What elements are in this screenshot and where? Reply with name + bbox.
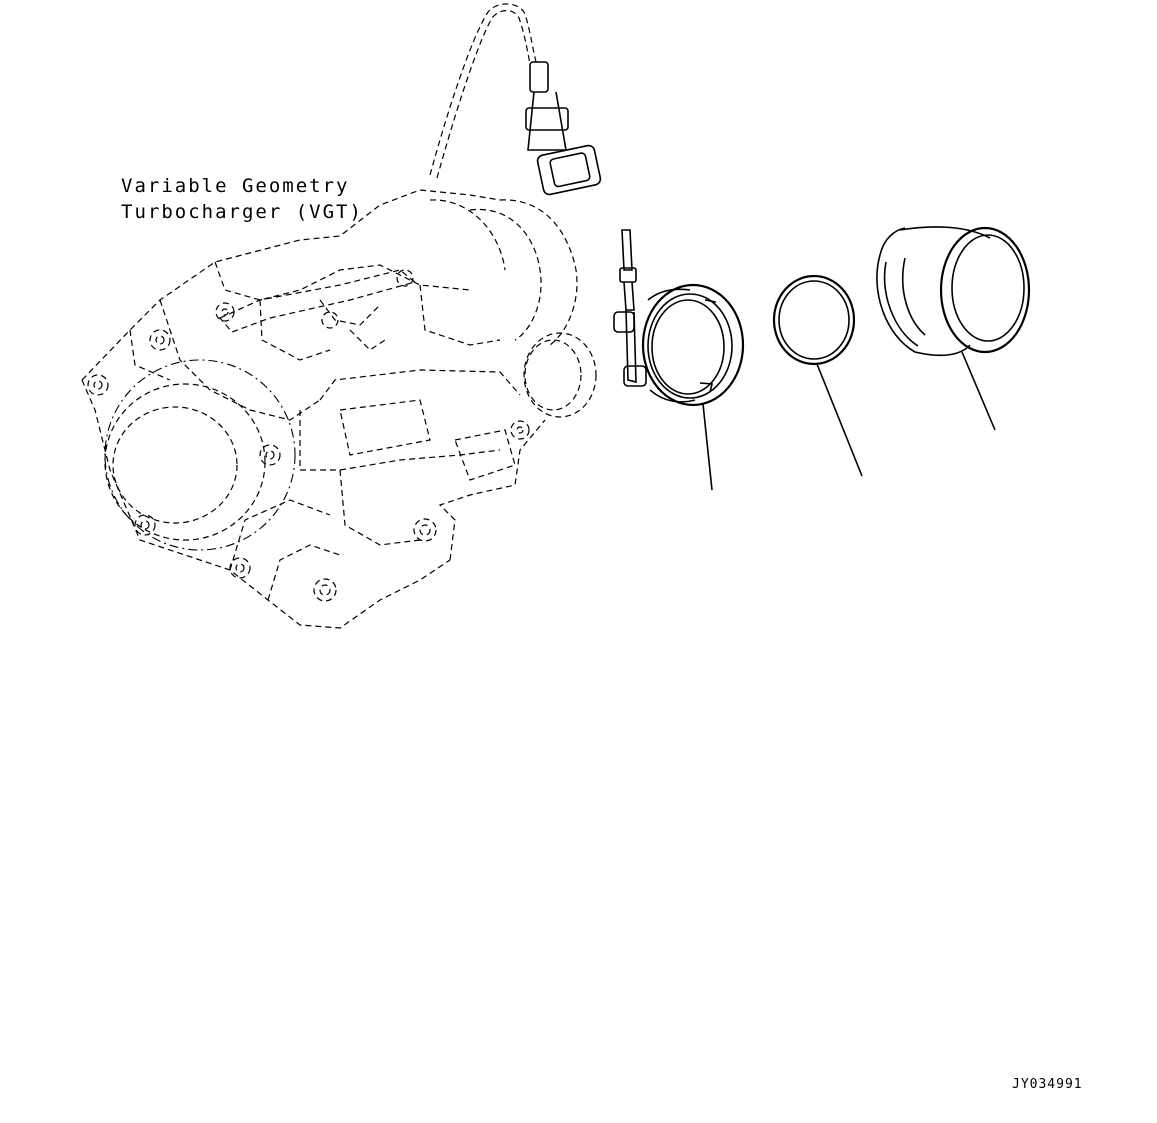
bolt: [229, 557, 251, 579]
bolt: [413, 518, 437, 542]
turbine-outlet-ring: [523, 332, 597, 418]
component-label-line1: Variable Geometry: [121, 175, 350, 197]
vgt-actuator-linkage: [219, 269, 417, 351]
mounting-bolts: [87, 302, 530, 602]
leader-line-cap: [961, 351, 996, 431]
bolt: [215, 302, 235, 322]
component-label-line2: Turbocharger (VGT): [121, 201, 363, 223]
wire-connector: [525, 61, 602, 196]
bolt: [259, 444, 281, 466]
leader-line-clamp: [702, 403, 713, 491]
bolt: [149, 329, 171, 351]
turbocharger-vgt-illustration: [81, 3, 602, 629]
bolt: [313, 578, 337, 602]
drawing-number: JY034991: [1012, 1077, 1083, 1092]
bolt: [134, 514, 156, 536]
compressor-cover: [104, 359, 296, 551]
bolt: [510, 420, 530, 440]
cap: [876, 226, 1031, 357]
turbo-housing: [81, 189, 578, 629]
leader-lines: [702, 351, 996, 491]
component-label: Variable Geometry Turbocharger (VGT): [121, 173, 363, 225]
leader-line-gasket: [816, 363, 863, 477]
v-band-clamp: [613, 229, 745, 407]
sensor-wire: [429, 3, 537, 179]
bolt: [87, 374, 109, 396]
actuator-box: [339, 399, 516, 481]
gasket-ring: [772, 274, 856, 366]
